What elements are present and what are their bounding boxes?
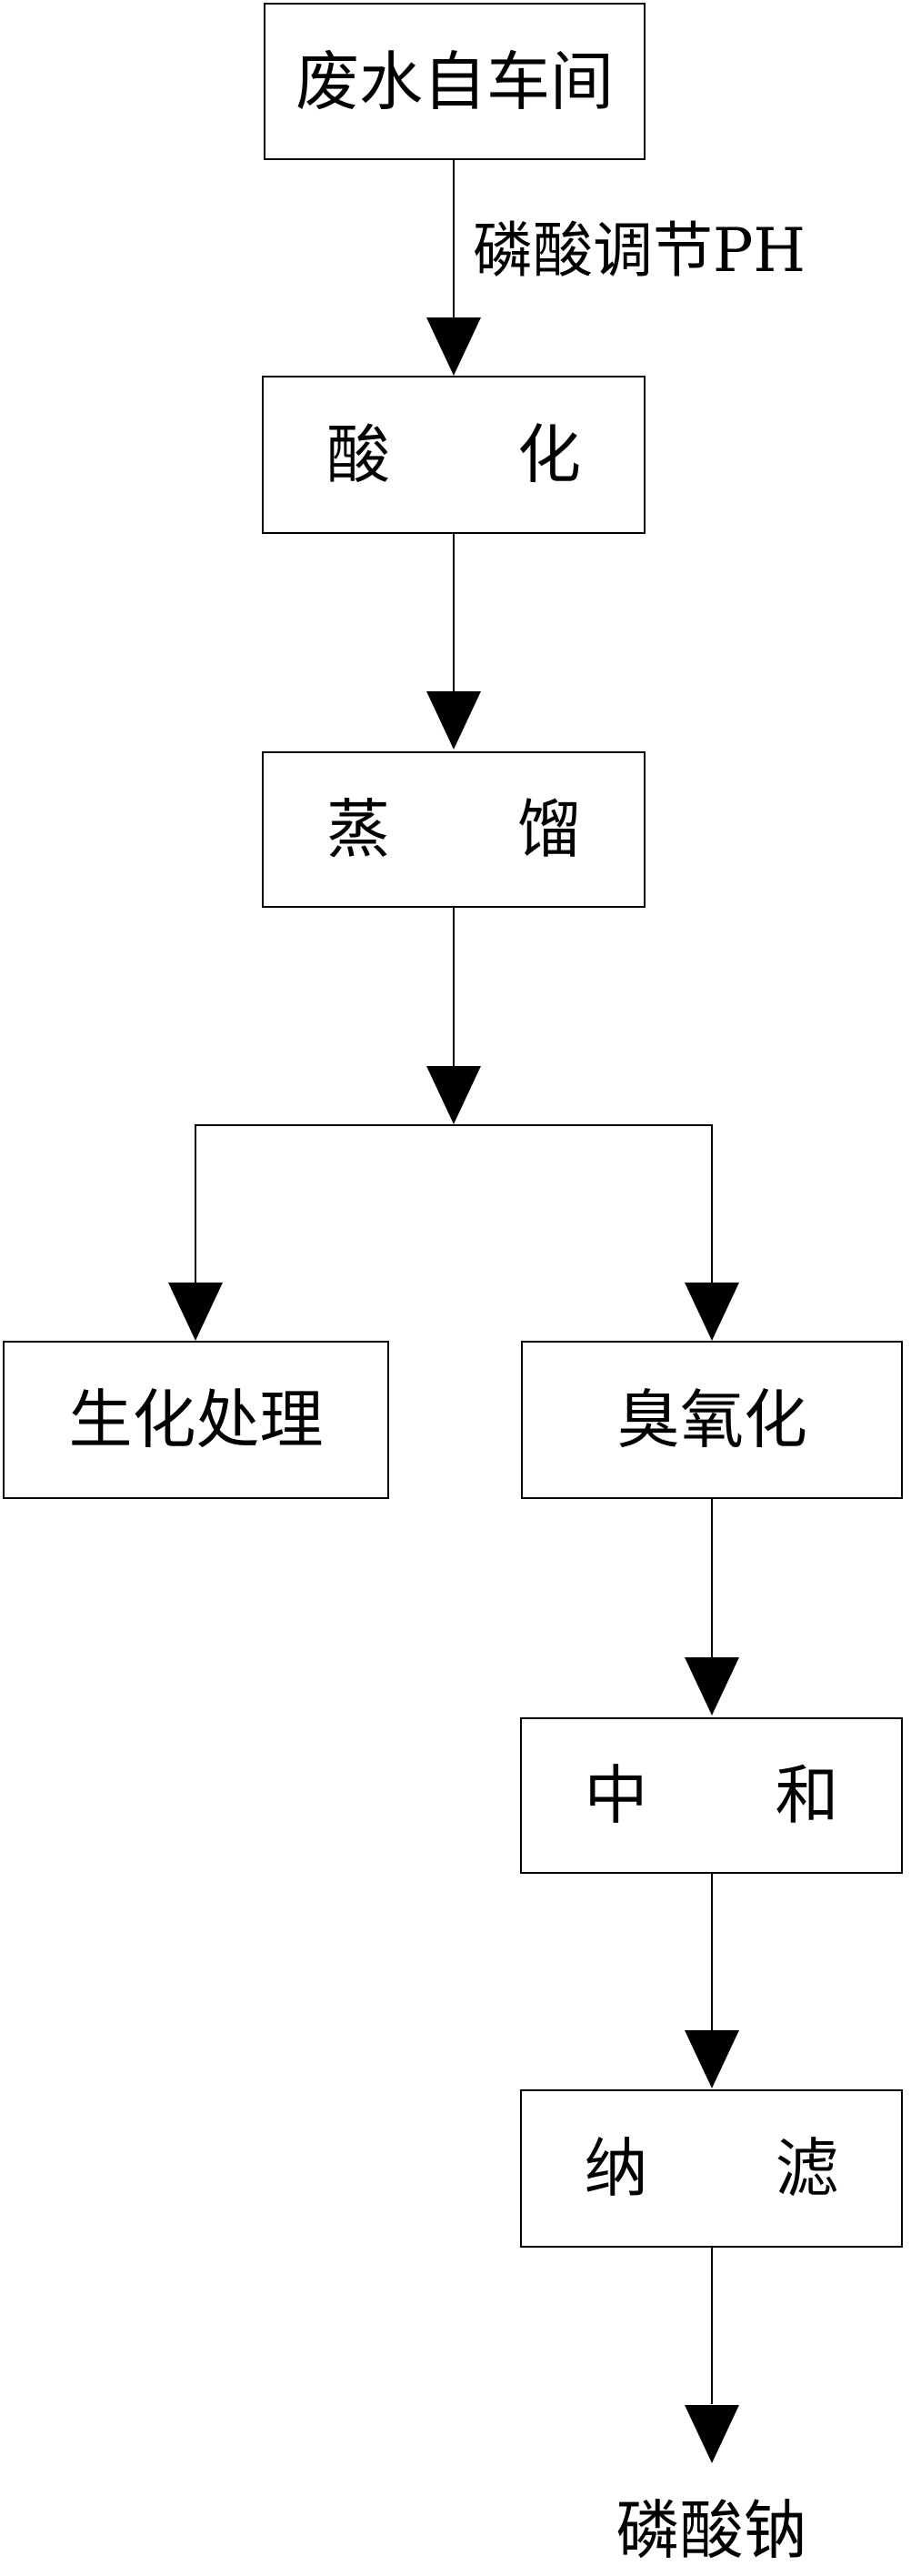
node-nanofiltration-label: 纳 滤: [584, 2131, 839, 2206]
branch-horizontal-line: [195, 1124, 713, 1126]
arrow-down-icon: [685, 1283, 739, 1341]
arrow-down-icon: [426, 1066, 481, 1124]
node-nanofiltration: 纳 滤: [520, 2089, 903, 2248]
arrow-down-icon: [685, 2405, 739, 2463]
node-distillation: 蒸 馏: [262, 751, 646, 908]
edge-line-nanofiltration-to-output: [711, 2248, 713, 2404]
edge-label-ph-adjust: 磷酸调节PH: [473, 216, 806, 286]
node-neutralization: 中 和: [520, 1717, 903, 1874]
arrow-down-icon: [685, 2030, 739, 2088]
node-ozonation-label: 臭氧化: [616, 1383, 807, 1457]
edge-line-acidification-to-distillation: [453, 534, 455, 691]
node-biochemical-treatment-label: 生化处理: [68, 1383, 324, 1457]
edge-line-source-to-acidification: [453, 160, 455, 317]
node-neutralization-label: 中 和: [584, 1758, 839, 1833]
node-acidification: 酸 化: [262, 376, 646, 534]
edge-line-distillation-to-branch: [453, 908, 455, 1066]
arrow-down-icon: [685, 1657, 739, 1716]
edge-line-branch-to-ozonation: [711, 1126, 713, 1283]
node-biochemical-treatment: 生化处理: [3, 1341, 389, 1499]
arrow-down-icon: [426, 317, 481, 376]
node-wastewater-source: 废水自车间: [264, 3, 646, 160]
node-wastewater-source-label: 废水自车间: [295, 44, 614, 119]
edge-line-neutralization-to-nanofiltration: [711, 1874, 713, 2030]
node-ozonation: 臭氧化: [521, 1341, 903, 1499]
edge-line-branch-to-biochemical: [195, 1126, 196, 1283]
arrow-down-icon: [426, 691, 481, 750]
node-distillation-label: 蒸 馏: [326, 792, 581, 867]
node-acidification-label: 酸 化: [326, 418, 581, 492]
output-label-sodium-phosphate: 磷酸钠: [616, 2493, 807, 2568]
edge-line-ozonation-to-neutralization: [711, 1499, 713, 1657]
arrow-down-icon: [168, 1283, 223, 1341]
